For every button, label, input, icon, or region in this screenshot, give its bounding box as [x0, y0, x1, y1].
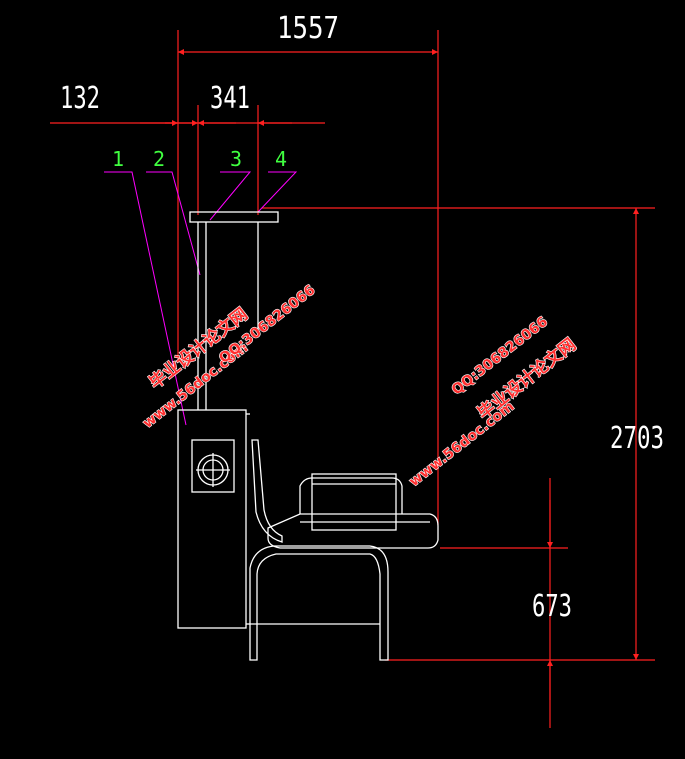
- dimension-offsets: [50, 105, 325, 215]
- seat-cushion-frame: [299, 477, 403, 514]
- dimension-label-seat-height: 673: [532, 589, 572, 624]
- seat-cushion: [311, 473, 397, 531]
- top-cap-plate: [189, 211, 279, 223]
- stove-door: [191, 439, 235, 493]
- callout-leaders: [104, 171, 298, 426]
- burner-knob-icon: [196, 453, 230, 487]
- callout-label-2: 2: [153, 147, 165, 171]
- watermark-title: 毕业设计论文网: [473, 334, 580, 424]
- dimension-label-overall-height: 2703: [610, 421, 664, 456]
- callout-label-4: 4: [275, 147, 287, 171]
- seat-slab: [267, 513, 439, 549]
- chair-front-leg: [249, 545, 389, 661]
- stove-body: [177, 409, 247, 629]
- callout-label-3: 3: [230, 147, 242, 171]
- dimension-label-pipe-spacing: 341: [210, 81, 250, 116]
- equipment-outline: [177, 211, 439, 661]
- chair-backrest: [251, 439, 283, 543]
- dimension-seat-height: [440, 478, 568, 728]
- dimension-label-left-offset: 132: [60, 81, 100, 116]
- callout-label-1: 1: [112, 147, 124, 171]
- dimension-overall-height: [262, 207, 655, 661]
- watermark-qq: QQ:306826066: [449, 314, 551, 399]
- dimension-label-overall-width: 1557: [277, 11, 339, 46]
- watermark-right: www.56doc.com QQ:306826066 毕业设计论文网: [406, 313, 581, 491]
- watermark-left: www.56doc.com 毕业设计论文网 QQ:306826066: [139, 282, 319, 433]
